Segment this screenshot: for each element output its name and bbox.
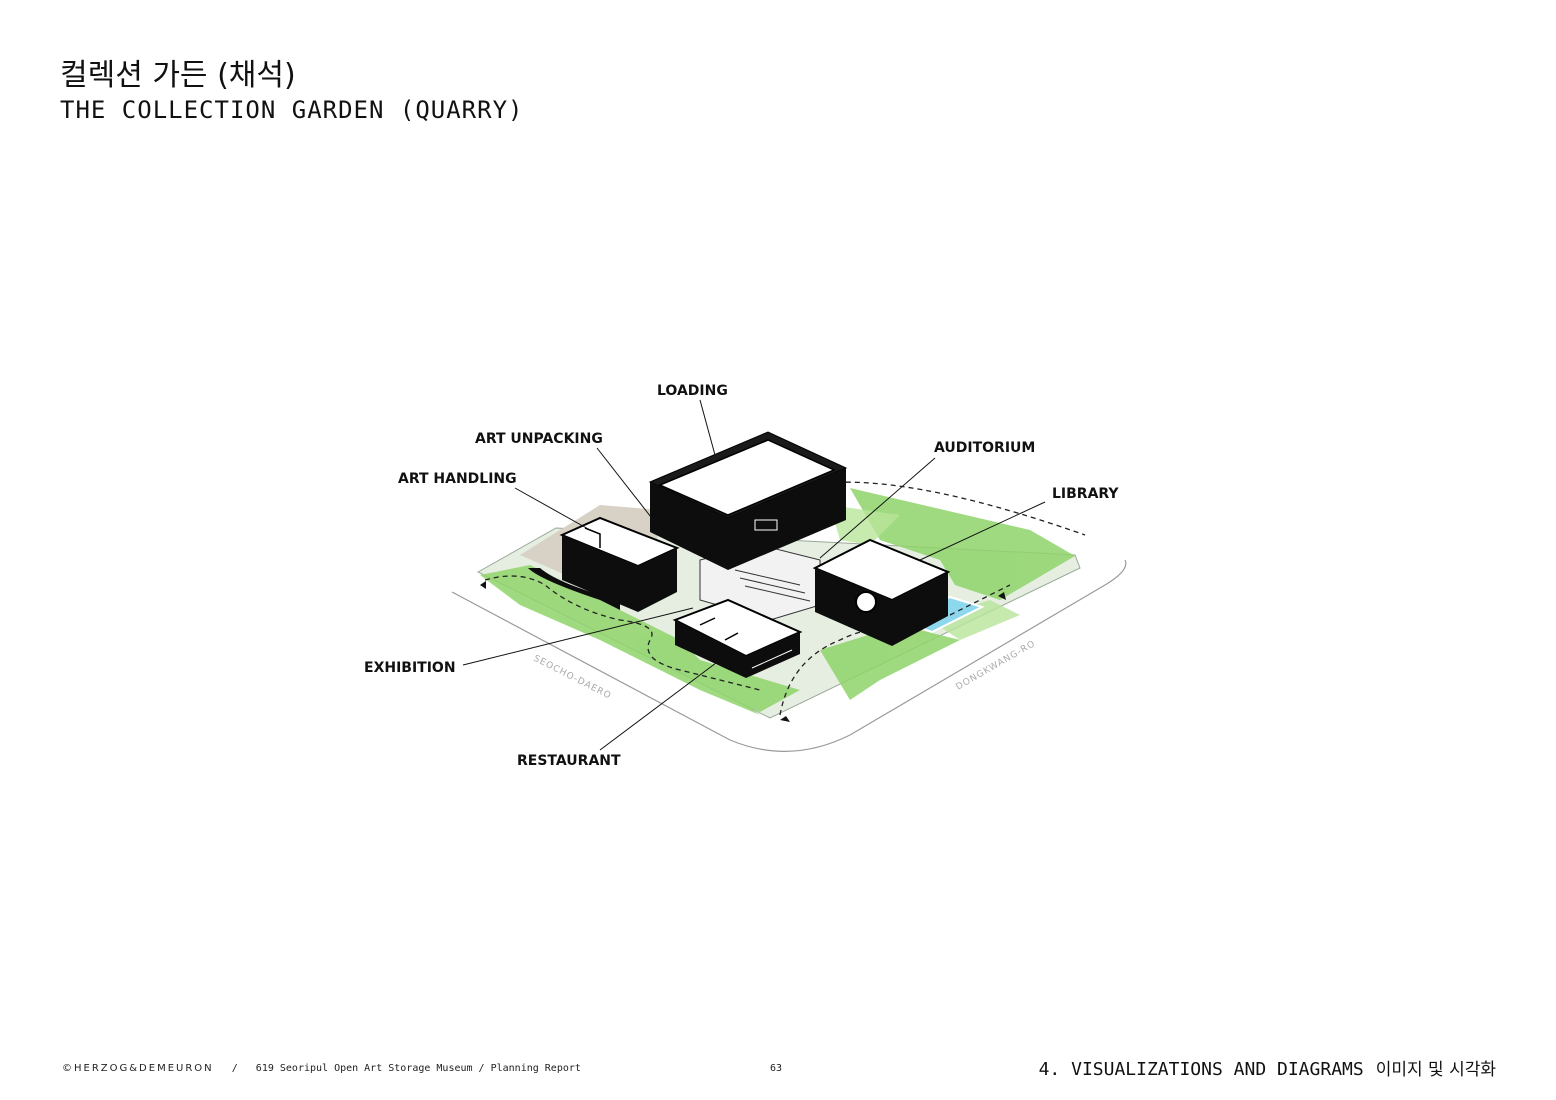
page-title-korean: 컬렉션 가든 (채석) bbox=[60, 58, 296, 93]
step-lines bbox=[734, 569, 811, 602]
footer-separator: / bbox=[231, 1063, 238, 1074]
entrance-markers bbox=[480, 581, 1006, 722]
label-art-unpacking: ART UNPACKING bbox=[475, 431, 603, 447]
label-library: LIBRARY bbox=[1052, 486, 1119, 502]
street-curbs bbox=[451, 559, 1127, 752]
street-label-seocho: SEOCHO-DAERO bbox=[532, 654, 613, 702]
page-title-english: THE COLLECTION GARDEN (QUARRY) bbox=[60, 96, 524, 124]
leader-lines bbox=[462, 399, 1046, 751]
label-exhibition: EXHIBITION bbox=[364, 660, 456, 676]
footer-credits: ©HERZOG&DEMEURON / 619 Seoripul Open Art… bbox=[62, 1063, 581, 1074]
label-restaurant: RESTAURANT bbox=[517, 753, 621, 769]
auditorium-library-building bbox=[812, 538, 951, 646]
loading-building bbox=[648, 431, 848, 570]
page-number: 63 bbox=[770, 1063, 783, 1074]
lawn-highlights bbox=[830, 505, 1020, 640]
label-loading: LOADING bbox=[657, 383, 728, 399]
firm-logo: ©HERZOG&DEMEURON bbox=[62, 1063, 214, 1074]
label-auditorium: AUDITORIUM bbox=[934, 440, 1035, 456]
section-title-korean: 이미지 및 시각화 bbox=[1375, 1060, 1496, 1080]
art-handling-building bbox=[528, 516, 680, 612]
section-title-english: 4. VISUALIZATIONS AND DIAGRAMS bbox=[1038, 1059, 1364, 1080]
lawn-areas bbox=[480, 488, 1075, 715]
walking-paths bbox=[484, 481, 1086, 716]
section-title: 4. VISUALIZATIONS AND DIAGRAMS 이미지 및 시각화 bbox=[1039, 1055, 1496, 1080]
label-art-handling: ART HANDLING bbox=[398, 471, 517, 487]
restaurant-building bbox=[672, 598, 803, 678]
report-title: 619 Seoripul Open Art Storage Museum / P… bbox=[255, 1063, 581, 1074]
